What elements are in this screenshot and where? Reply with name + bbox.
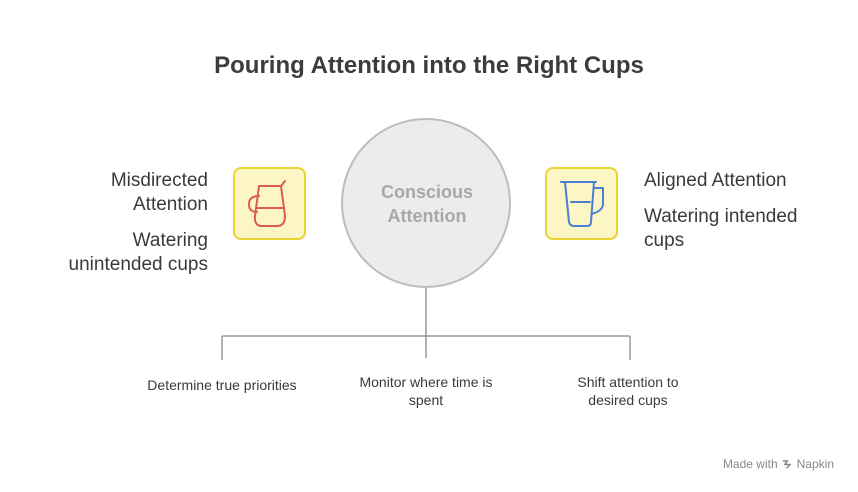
napkin-logo-icon — [782, 459, 791, 469]
watermark-brand: Napkin — [796, 457, 834, 471]
right-icon-box — [545, 167, 618, 240]
branch-label-monitor: Monitor where time is spent — [336, 373, 516, 409]
left-heading-line: Misdirected — [110, 170, 208, 191]
left-heading-line: Attention — [133, 194, 208, 215]
watermark[interactable]: Made with Napkin — [723, 457, 834, 471]
right-description: Watering intended cups — [644, 205, 798, 253]
pitcher-icon — [247, 180, 286, 227]
right-description-line: cups — [644, 230, 685, 251]
central-circle — [341, 118, 511, 288]
measuring-cup-icon — [560, 181, 604, 227]
branch-label-line: Monitor where time is — [359, 374, 493, 390]
branch-label-line: Determine true priorities — [147, 377, 297, 393]
central-label: Conscious Attention — [344, 180, 510, 228]
left-icon-box — [233, 167, 306, 240]
branch-label-line: spent — [408, 392, 444, 408]
right-description-line: Watering intended — [644, 206, 798, 227]
central-label-line: Attention — [387, 206, 467, 226]
left-description: Watering unintended cups — [69, 229, 208, 277]
left-heading: Misdirected Attention — [111, 169, 208, 217]
diagram-title: Pouring Attention into the Right Cups — [214, 52, 644, 79]
right-heading: Aligned Attention — [644, 170, 787, 191]
left-description-line: Watering — [132, 230, 208, 251]
watermark-prefix: Made with — [722, 457, 778, 471]
branch-label-line: desired cups — [588, 392, 668, 408]
central-label-line: Conscious — [380, 182, 473, 202]
branch-label-line: Shift attention to — [577, 374, 679, 390]
branch-label-priorities: Determine true priorities — [122, 376, 322, 394]
branch-label-shift: Shift attention to desired cups — [538, 373, 718, 409]
left-description-line: unintended cups — [68, 254, 208, 275]
